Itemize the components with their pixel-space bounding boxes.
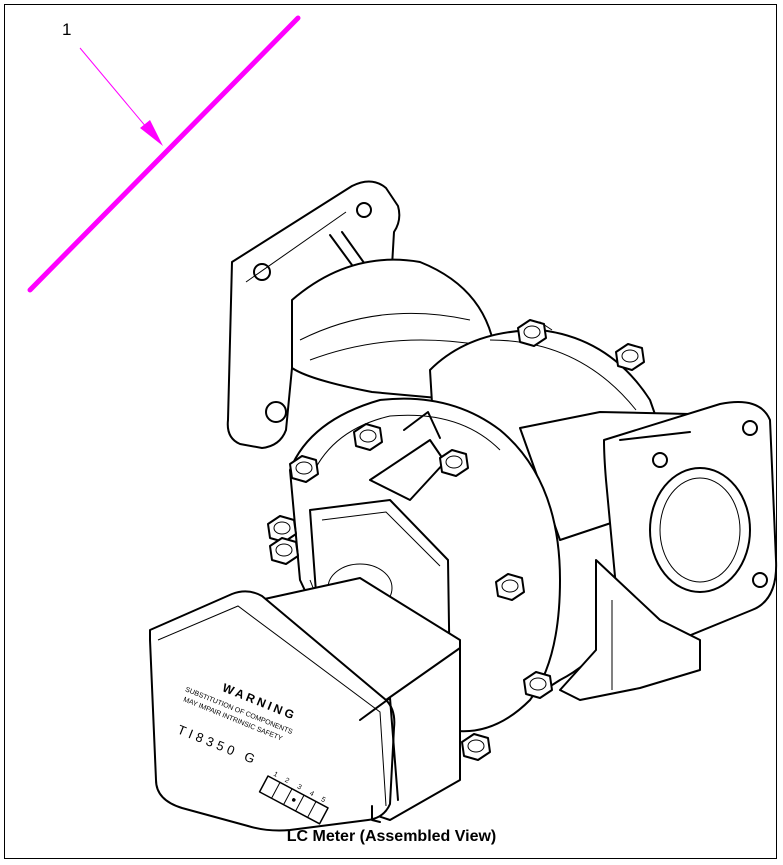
bolt-9 xyxy=(615,343,645,371)
callout-leader xyxy=(27,15,301,293)
digit-2: 2 xyxy=(283,777,290,785)
digit-4: 4 xyxy=(308,790,315,798)
leader-arrowhead xyxy=(140,120,163,146)
digit-3: 3 xyxy=(296,783,303,791)
diagram-frame xyxy=(4,4,777,859)
bolt-4 xyxy=(495,573,525,601)
digit-display: 1 2 3 4 5 xyxy=(258,771,329,825)
cover-bolts xyxy=(267,319,645,761)
callout-number-1: 1 xyxy=(62,20,72,39)
outlet-flange xyxy=(519,401,778,650)
bolt-8 xyxy=(269,537,299,565)
figure-caption: LC Meter (Assembled View) xyxy=(286,828,497,845)
register-box xyxy=(149,577,461,832)
register-clip xyxy=(371,805,381,823)
leader-line xyxy=(79,47,153,135)
bolt-1 xyxy=(289,455,319,483)
base-bracket xyxy=(559,559,701,701)
bolt-6 xyxy=(461,733,491,761)
digit-1: 1 xyxy=(272,771,279,779)
digit-5: 5 xyxy=(320,796,327,804)
part-line-1 xyxy=(27,15,301,293)
bolt-2 xyxy=(353,423,383,451)
bolt-5 xyxy=(523,671,553,699)
bolt-7 xyxy=(267,515,297,543)
bolt-10 xyxy=(517,319,547,347)
bolt-3 xyxy=(439,449,469,477)
